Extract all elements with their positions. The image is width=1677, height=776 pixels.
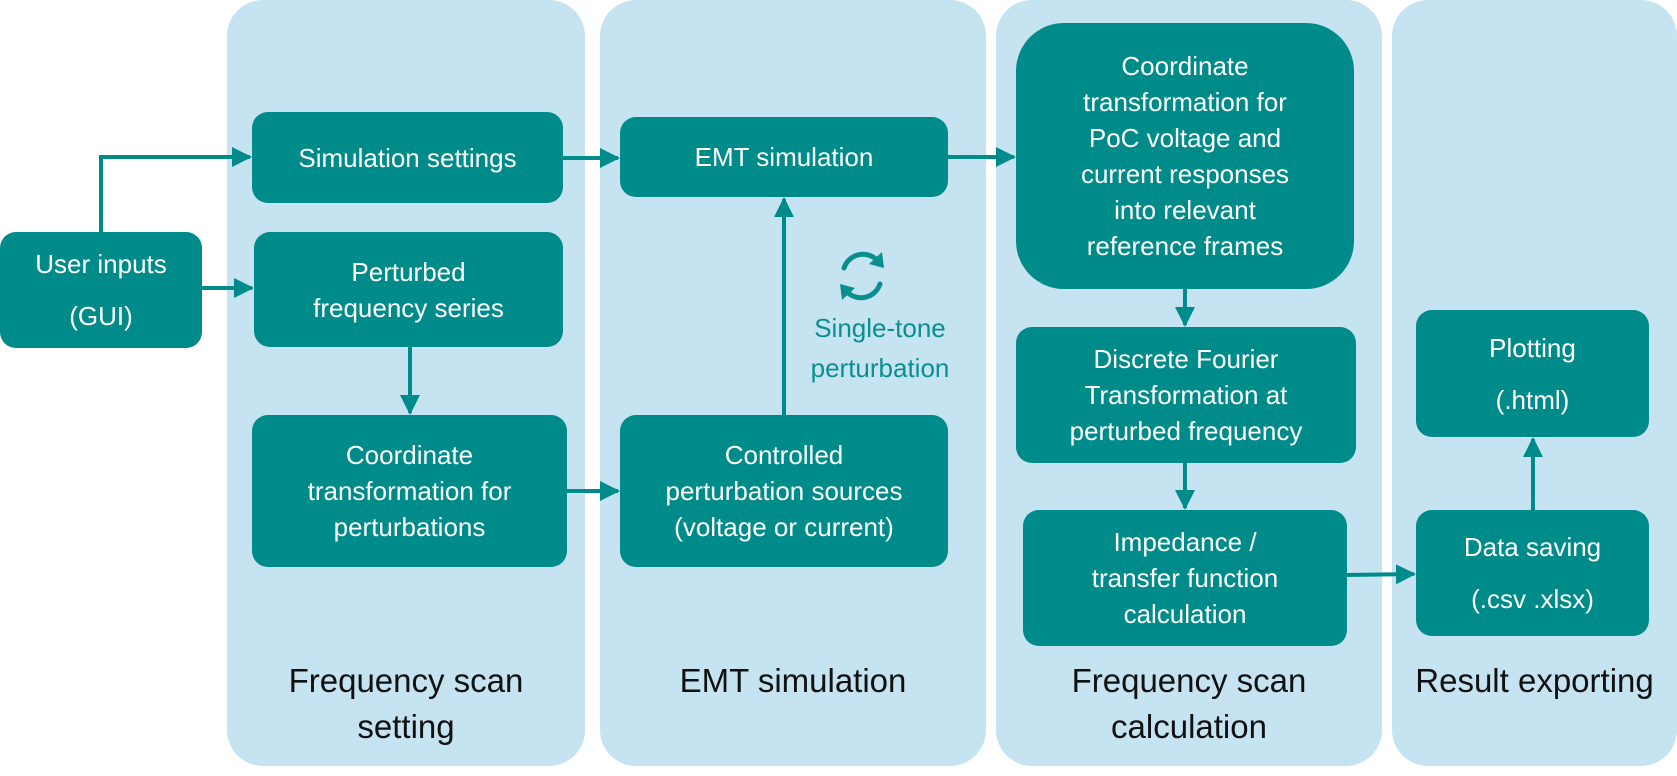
lane-title-calc: Frequency scan calculation xyxy=(1071,662,1307,745)
arrow-impedance-to-datasaving xyxy=(1346,564,1416,585)
user-inputs-node: User inputs (GUI) xyxy=(0,232,202,348)
arrow-user-to-settings xyxy=(99,147,252,232)
simulation-settings-node: Simulation settings xyxy=(252,112,563,203)
plotting-node: Plotting (.html) xyxy=(1416,310,1649,437)
dft-node: Discrete Fourier Transformation at pertu… xyxy=(1016,327,1356,463)
coordinate-transformation-responses-node: Coordinate transformation for PoC voltag… xyxy=(1016,23,1354,289)
lane-title-export: Result exporting xyxy=(1415,662,1654,699)
lane-title-emt: EMT simulation xyxy=(679,662,907,699)
lane-title-setting: Frequency scan setting xyxy=(288,662,524,745)
impedance-calculation-node: Impedance / transfer function calculatio… xyxy=(1023,510,1347,646)
controlled-perturbation-sources-node: Controlled perturbation sources (voltage… xyxy=(620,415,948,567)
data-saving-node: Data saving (.csv .xlsx) xyxy=(1416,510,1649,636)
perturbed-frequency-series-node: Perturbed frequency series xyxy=(254,232,563,347)
refresh-cycle-icon xyxy=(840,251,884,301)
emt-simulation-node: EMT simulation xyxy=(620,117,948,197)
coordinate-transformation-perturbations-node: Coordinate transformation for perturbati… xyxy=(252,415,567,567)
single-tone-perturbation-label: Single-tone perturbation xyxy=(810,313,950,383)
